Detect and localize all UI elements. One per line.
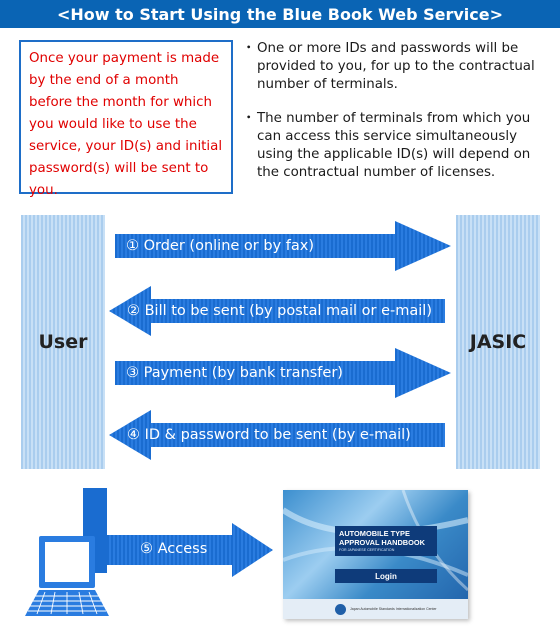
page-title: <How to Start Using the Blue Book Web Se… <box>0 0 560 28</box>
step-label: ③ Payment (by bank transfer) <box>126 365 343 381</box>
bullet-text: One or more IDs and passwords will be pr… <box>257 41 535 92</box>
laptop-icon <box>25 536 109 616</box>
step-label: ① Order (online or by fax) <box>126 238 314 254</box>
jasic-box: JASIC <box>456 215 540 469</box>
bullet-list: ・ One or more IDs and passwords will be … <box>240 40 555 182</box>
payment-notice: Once your payment is made by the end of … <box>19 40 233 198</box>
card-subtitle: FOR JAPANESE CERTIFICATION <box>339 548 395 552</box>
user-box: User <box>21 215 105 469</box>
jasic-logo-icon <box>335 603 346 615</box>
step-bill-arrow: ② Bill to be sent (by postal mail or e-m… <box>109 286 445 336</box>
bullet-mark: ・ <box>242 41 256 56</box>
access-label: ⑤ Access <box>140 541 208 557</box>
card-footer: Japan Automobile Standards International… <box>283 599 468 619</box>
step-order-arrow: ① Order (online or by fax) <box>115 221 451 271</box>
login-page-screenshot: AUTOMOBILE TYPE APPROVAL HANDBOOK FOR JA… <box>283 490 468 619</box>
card-footer-text: Japan Automobile Standards International… <box>350 607 437 611</box>
step-label: ② Bill to be sent (by postal mail or e-m… <box>127 303 432 319</box>
step-label: ④ ID & password to be sent (by e-mail) <box>127 427 411 443</box>
step-id-arrow: ④ ID & password to be sent (by e-mail) <box>109 410 445 460</box>
card-title-box: AUTOMOBILE TYPE APPROVAL HANDBOOK FOR JA… <box>335 526 437 556</box>
card-title: AUTOMOBILE TYPE APPROVAL HANDBOOK <box>339 529 425 547</box>
login-button[interactable]: Login <box>335 569 437 583</box>
bullet-item: ・ One or more IDs and passwords will be … <box>240 40 555 94</box>
bullet-item: ・ The number of terminals from which you… <box>240 110 555 182</box>
bullet-mark: ・ <box>242 111 256 126</box>
bullet-text: The number of terminals from which you c… <box>257 111 531 180</box>
step-payment-arrow: ③ Payment (by bank transfer) <box>115 348 451 398</box>
